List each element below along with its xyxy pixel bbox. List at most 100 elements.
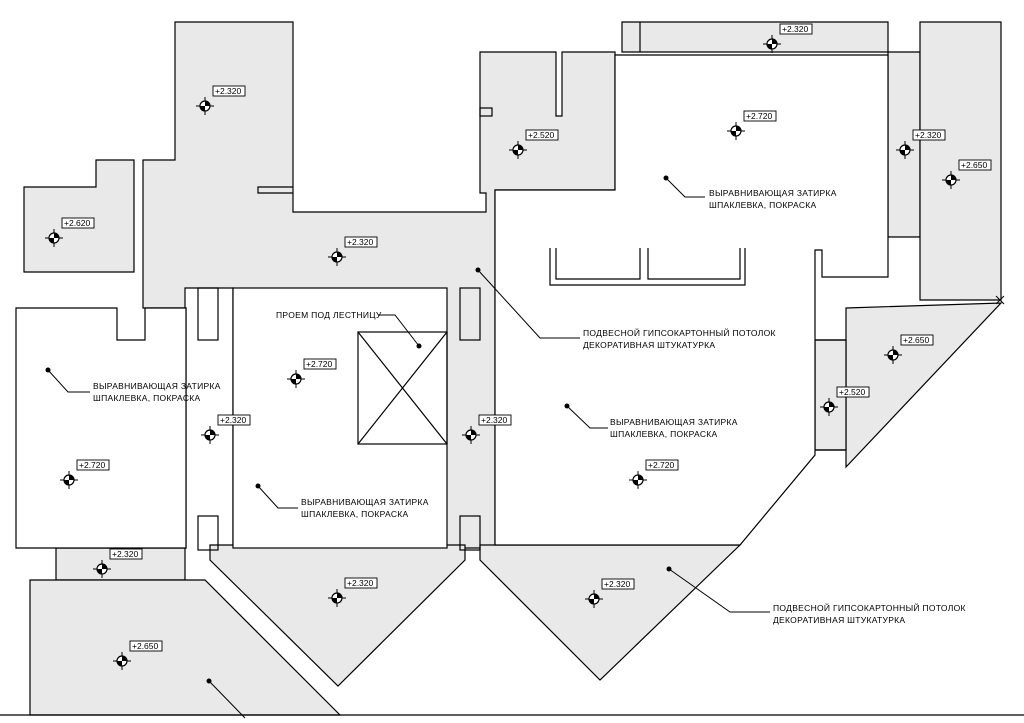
level-mark: +2.520	[820, 386, 870, 416]
level-mark: +2.320	[896, 129, 946, 159]
level-label: +2.320	[782, 24, 809, 34]
small-niche	[479, 107, 493, 117]
leaders	[45, 175, 1005, 719]
level-mark: +2.320	[328, 577, 378, 607]
level-mark: +2.720	[287, 358, 337, 388]
level-mark-fill	[64, 475, 74, 485]
level-label-box	[344, 236, 378, 248]
zone-triangle	[845, 302, 1003, 469]
partition-u	[549, 248, 746, 286]
level-label: +2.320	[347, 237, 374, 247]
note-suspended-line1: ПОДВЕСНОЙ ГИПСОКАРТОННЫЙ ПОТОЛОК	[773, 602, 966, 613]
level-label-box	[303, 358, 337, 370]
level-mark-fill	[117, 656, 127, 666]
note-leveling-line1: ВЫРАВНИВАЮЩАЯ ЗАТИРКА	[93, 381, 221, 391]
level-mark-fill	[97, 564, 107, 574]
level-label-box	[61, 217, 95, 229]
note-suspended-line1: ПОДВЕСНОЙ ГИПСОКАРТОННЫЙ ПОТОЛОК	[583, 327, 776, 338]
level-label: +2.520	[528, 130, 555, 140]
level-label: +2.720	[306, 359, 333, 369]
level-mark-fill	[466, 430, 476, 440]
leader-line	[566, 405, 608, 429]
leader-line	[665, 177, 705, 198]
level-mark-fill	[205, 430, 215, 440]
stair-opening	[357, 331, 448, 445]
note-leveling-line1: ВЫРАВНИВАЮЩАЯ ЗАТИРКА	[709, 188, 837, 198]
level-label-box	[645, 459, 679, 471]
level-mark-fill	[731, 126, 741, 136]
level-label-box	[912, 129, 946, 141]
zone-far-left	[23, 159, 135, 273]
level-mark-fill	[200, 101, 210, 111]
note-leveling-line2: ШПАКЛЕВКА, ПОКРАСКА	[301, 509, 409, 519]
notes: ВЫРАВНИВАЮЩАЯ ЗАТИРКА ШПАКЛЕВКА, ПОКРАСК…	[93, 188, 966, 625]
level-mark-fill	[888, 350, 898, 360]
leader-line	[257, 485, 298, 509]
level-mark-fill	[291, 374, 301, 384]
level-label: +2.720	[746, 111, 773, 121]
level-marks: +2.320 +2.620 +2.320 +2.520 +2.320 +2.720 +2.3…	[45, 23, 992, 670]
leader-line	[668, 568, 770, 613]
partition-u-inner-a	[555, 248, 641, 280]
level-mark-fill	[332, 593, 342, 603]
level-label-box	[779, 23, 813, 35]
level-label-box	[743, 110, 777, 122]
level-mark: +2.650	[113, 640, 163, 670]
level-mark: +2.520	[509, 129, 559, 159]
level-mark-fill	[946, 175, 956, 185]
level-label-box	[217, 414, 251, 426]
level-label-box	[76, 459, 110, 471]
level-mark: +2.320	[93, 548, 143, 578]
column-right	[459, 287, 481, 341]
leader-line	[477, 269, 580, 339]
level-label-box	[601, 578, 635, 590]
level-label: +2.320	[915, 130, 942, 140]
level-mark: +2.320	[201, 414, 251, 444]
level-mark: +2.320	[585, 578, 635, 608]
level-mark-fill	[900, 145, 910, 155]
level-label: +2.720	[79, 460, 106, 470]
column-left	[197, 287, 219, 341]
level-label-box	[109, 548, 143, 560]
note-leveling-line1: ВЫРАВНИВАЮЩАЯ ЗАТИРКА	[610, 417, 738, 427]
level-label: +2.520	[839, 387, 866, 397]
stub-right	[459, 515, 481, 551]
room-left	[15, 307, 187, 549]
note-suspended-line2: ДЕКОРАТИВНАЯ ШТУКАТУРКА	[773, 615, 905, 625]
level-label-box	[836, 386, 870, 398]
level-label-box	[525, 129, 559, 141]
level-label: +2.320	[481, 415, 508, 425]
level-label-box	[129, 640, 163, 652]
level-label-box	[958, 159, 992, 171]
note-leveling-line2: ШПАКЛЕВКА, ПОКРАСКА	[93, 393, 201, 403]
stair-diagonal-b	[357, 331, 448, 445]
corner-cross	[995, 295, 1005, 305]
level-label-box	[478, 414, 512, 426]
stub-left	[197, 515, 219, 551]
leader-line	[47, 369, 90, 393]
leader-line	[378, 314, 420, 347]
level-mark: +2.320	[462, 414, 512, 444]
level-label-box	[344, 577, 378, 589]
level-mark: +2.620	[45, 217, 95, 247]
level-mark: +2.720	[629, 459, 679, 489]
level-label: +2.320	[220, 415, 247, 425]
note-leveling-line1: ВЫРАВНИВАЮЩАЯ ЗАТИРКА	[301, 497, 429, 507]
level-label: +2.320	[604, 579, 631, 589]
level-mark-fill	[513, 145, 523, 155]
level-label: +2.650	[961, 160, 988, 170]
level-mark-fill	[332, 252, 342, 262]
note-stair-opening: ПРОЕМ ПОД ЛЕСТНИЦУ	[276, 310, 382, 320]
zone-top-strip	[621, 21, 889, 53]
level-mark: +2.720	[60, 459, 110, 489]
level-mark-fill	[767, 39, 777, 49]
level-mark-fill	[824, 402, 834, 412]
room-stair	[232, 287, 448, 549]
zone-bottom-right	[479, 544, 742, 681]
note-leveling-line2: ШПАКЛЕВКА, ПОКРАСКА	[709, 200, 817, 210]
walls	[0, 22, 1024, 716]
level-mark: +2.320	[328, 236, 378, 266]
room-right-hall	[494, 54, 889, 546]
level-mark: +2.320	[763, 23, 813, 53]
